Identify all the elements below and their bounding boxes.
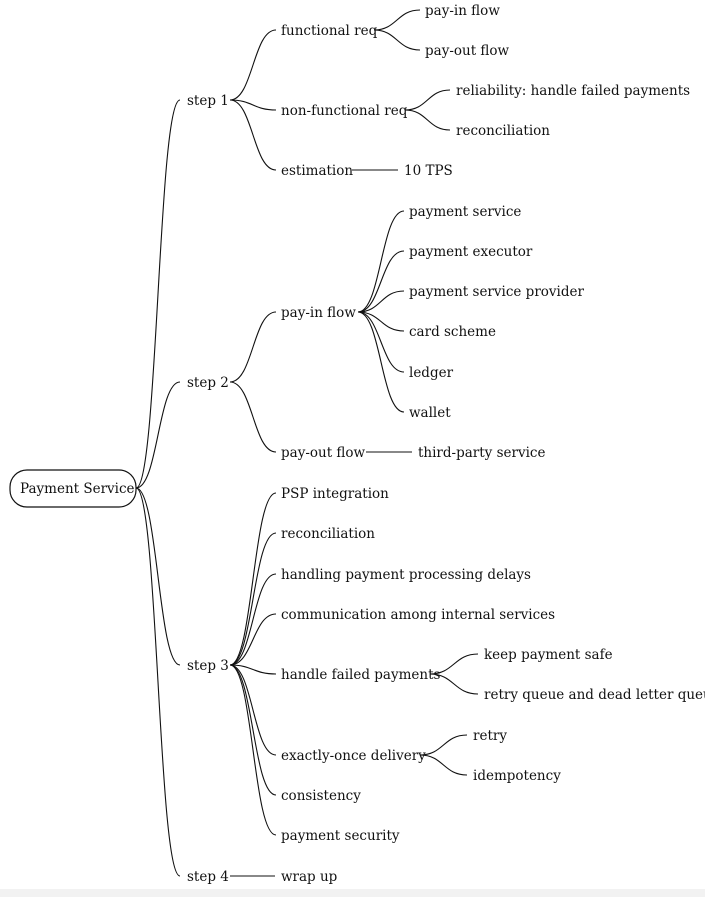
- edge-exactlyonce-idempotency: [419, 754, 468, 776]
- edge-root-step1: [135, 99, 181, 489]
- step3-reconciliation-label[interactable]: reconciliation: [281, 526, 375, 542]
- step-1-label[interactable]: step 1: [187, 93, 229, 109]
- edge-root-step2: [135, 381, 181, 489]
- edge-step2-payin: [229, 311, 277, 383]
- handle-failed-payments-label[interactable]: handle failed payments: [281, 667, 441, 683]
- edge-exactlyonce-retry: [419, 734, 468, 756]
- edge-step3-child-4: [229, 664, 277, 675]
- edge-step2-payout: [229, 381, 277, 453]
- non-functional-req-label[interactable]: non-functional req: [281, 103, 408, 119]
- consistency-label[interactable]: consistency: [281, 788, 361, 804]
- edge-step3-child-7: [229, 664, 277, 836]
- third-party-service-label[interactable]: third-party service: [418, 445, 545, 461]
- ledger-label[interactable]: ledger: [409, 365, 454, 381]
- edge-functional-payout: [373, 29, 421, 51]
- estimation-label[interactable]: estimation: [281, 163, 353, 179]
- edge-payin-child-3: [357, 311, 405, 332]
- wallet-label[interactable]: wallet: [409, 405, 451, 421]
- tps-label[interactable]: 10 TPS: [404, 163, 453, 179]
- retry-dlq-label[interactable]: retry queue and dead letter queue: [484, 687, 705, 703]
- functional-req-pay-out-flow[interactable]: pay-out flow: [425, 43, 510, 59]
- edge-failed-retryqueue: [429, 673, 479, 695]
- functional-req-label[interactable]: functional req: [281, 23, 378, 39]
- payment-service-label[interactable]: payment service: [409, 204, 521, 220]
- card-scheme-label[interactable]: card scheme: [409, 324, 496, 340]
- edge-nonfunctional-reconciliation: [404, 109, 451, 131]
- payment-service-provider-label[interactable]: payment service provider: [409, 284, 584, 300]
- step-4-label[interactable]: step 4: [187, 869, 229, 885]
- edge-step3-child-1: [229, 532, 277, 666]
- edge-failed-keepsafe: [429, 653, 479, 675]
- edge-step3-child-5: [229, 664, 277, 756]
- pay-out-flow-label[interactable]: pay-out flow: [281, 445, 366, 461]
- connector-lines: [135, 9, 479, 877]
- edge-step1-nonfunctional: [229, 99, 277, 111]
- pay-in-flow-label[interactable]: pay-in flow: [281, 305, 356, 321]
- edge-step3-child-2: [229, 573, 277, 666]
- retry-label[interactable]: retry: [473, 728, 507, 744]
- reliability-label[interactable]: reliability: handle failed payments: [456, 83, 690, 99]
- edge-payin-child-1: [357, 250, 405, 313]
- processing-delays-label[interactable]: handling payment processing delays: [281, 567, 531, 583]
- step-3-label[interactable]: step 3: [187, 658, 229, 674]
- edge-payin-child-0: [357, 210, 405, 313]
- edge-payin-child-2: [357, 290, 405, 313]
- wrap-up-label[interactable]: wrap up: [281, 869, 337, 885]
- root-node[interactable]: Payment Service: [9, 469, 137, 508]
- idempotency-label[interactable]: idempotency: [473, 768, 561, 784]
- edge-root-step3: [135, 487, 181, 666]
- keep-payment-safe-label[interactable]: keep payment safe: [484, 647, 613, 663]
- payment-executor-label[interactable]: payment executor: [409, 244, 533, 260]
- edge-step1-functional: [229, 29, 277, 101]
- edge-functional-payin: [373, 9, 421, 31]
- step-2-label[interactable]: step 2: [187, 375, 229, 391]
- payment-security-label[interactable]: payment security: [281, 828, 400, 844]
- functional-req-pay-in-flow[interactable]: pay-in flow: [425, 3, 500, 19]
- root-label: Payment Service: [20, 481, 135, 497]
- non-functional-reconciliation-label[interactable]: reconciliation: [456, 123, 550, 139]
- psp-integration-label[interactable]: PSP integration: [281, 486, 389, 502]
- edge-payin-child-5: [357, 311, 405, 413]
- internal-communication-label[interactable]: communication among internal services: [281, 607, 555, 623]
- edge-step3-child-0: [229, 492, 277, 666]
- edge-step3-child-3: [229, 613, 277, 666]
- exactly-once-delivery-label[interactable]: exactly-once delivery: [281, 748, 426, 764]
- edge-step3-child-6: [229, 664, 277, 796]
- edge-payin-child-4: [357, 311, 405, 373]
- bottom-strip: [0, 889, 705, 897]
- edge-nonfunctional-reliability: [404, 89, 451, 111]
- edge-root-step4: [135, 487, 181, 877]
- edge-step1-estimation: [229, 99, 277, 171]
